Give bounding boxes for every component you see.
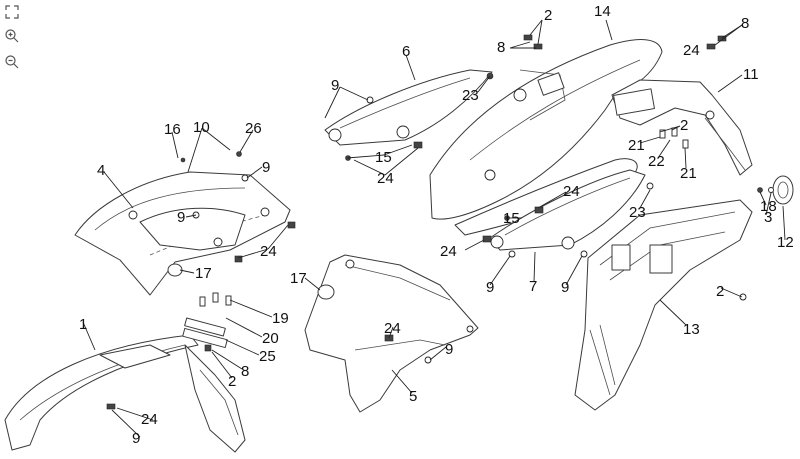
callout-3: 3 (764, 209, 772, 226)
callout-18: 18 (760, 198, 777, 215)
callout-19: 19 (272, 310, 289, 327)
callout-20: 20 (262, 330, 279, 347)
part-5-side-cover (304, 254, 479, 413)
callout-labels: 2 14 8 8 24 6 11 9 23 2 21 22 21 16 10 2… (79, 3, 794, 447)
callout-25: 25 (259, 348, 276, 365)
callout-9: 9 (177, 209, 185, 226)
callout-11: 11 (743, 66, 759, 83)
callout-24: 24 (377, 170, 394, 187)
part-6-side-panel (324, 69, 494, 146)
callout-16: 16 (164, 121, 181, 138)
callout-4: 4 (97, 162, 105, 179)
part-7-side-panel (489, 169, 646, 251)
callout-9: 9 (561, 279, 569, 296)
callout-6: 6 (402, 43, 410, 60)
callout-9: 9 (331, 77, 339, 94)
hardware-cluster-front (106, 292, 232, 410)
callout-2: 2 (680, 117, 688, 134)
fit-screen-icon[interactable] (4, 4, 20, 20)
callout-15: 15 (503, 210, 520, 227)
callout-21: 21 (628, 137, 645, 154)
callout-2: 2 (228, 373, 236, 390)
callout-8: 8 (741, 15, 749, 32)
callout-9: 9 (486, 279, 494, 296)
part-11-rear-fender (611, 79, 753, 176)
part-17-grommet (167, 263, 183, 277)
callout-2: 2 (716, 283, 724, 300)
callout-8: 8 (241, 363, 249, 380)
part-13-inner-mudguard (574, 199, 753, 411)
callout-24: 24 (440, 243, 457, 260)
callout-13: 13 (683, 321, 700, 338)
callout-9: 9 (445, 341, 453, 358)
callout-23: 23 (462, 87, 479, 104)
callout-26: 26 (245, 120, 262, 137)
callout-1: 1 (79, 316, 87, 333)
callout-24: 24 (260, 243, 277, 260)
part-1-front-mudguard (4, 334, 246, 453)
callout-24: 24 (141, 411, 158, 428)
callout-23: 23 (629, 204, 646, 221)
callout-9: 9 (132, 430, 140, 447)
callout-8: 8 (497, 39, 505, 56)
callout-22: 22 (648, 153, 665, 170)
callout-10: 10 (193, 119, 210, 136)
callout-15: 15 (375, 149, 392, 166)
callout-5: 5 (409, 388, 417, 405)
part-14-tail-cover (429, 39, 663, 236)
zoom-in-icon[interactable] (4, 28, 20, 44)
callout-24: 24 (683, 42, 700, 59)
viewer-toolbar (0, 0, 26, 90)
part-17-grommet (317, 284, 335, 300)
callout-21: 21 (680, 165, 697, 182)
callout-17: 17 (290, 270, 307, 287)
callout-7: 7 (529, 278, 537, 295)
callout-24: 24 (384, 320, 401, 337)
callout-9: 9 (262, 159, 270, 176)
hardware-markers (180, 34, 774, 342)
leader-lines (82, 19, 786, 438)
part-4-radiator-shroud (74, 171, 291, 296)
callout-24: 24 (563, 183, 580, 200)
zoom-out-icon[interactable] (4, 54, 20, 70)
callout-12: 12 (777, 234, 794, 251)
callout-14: 14 (594, 3, 611, 20)
callout-17: 17 (195, 265, 212, 282)
callout-2: 2 (544, 7, 552, 24)
